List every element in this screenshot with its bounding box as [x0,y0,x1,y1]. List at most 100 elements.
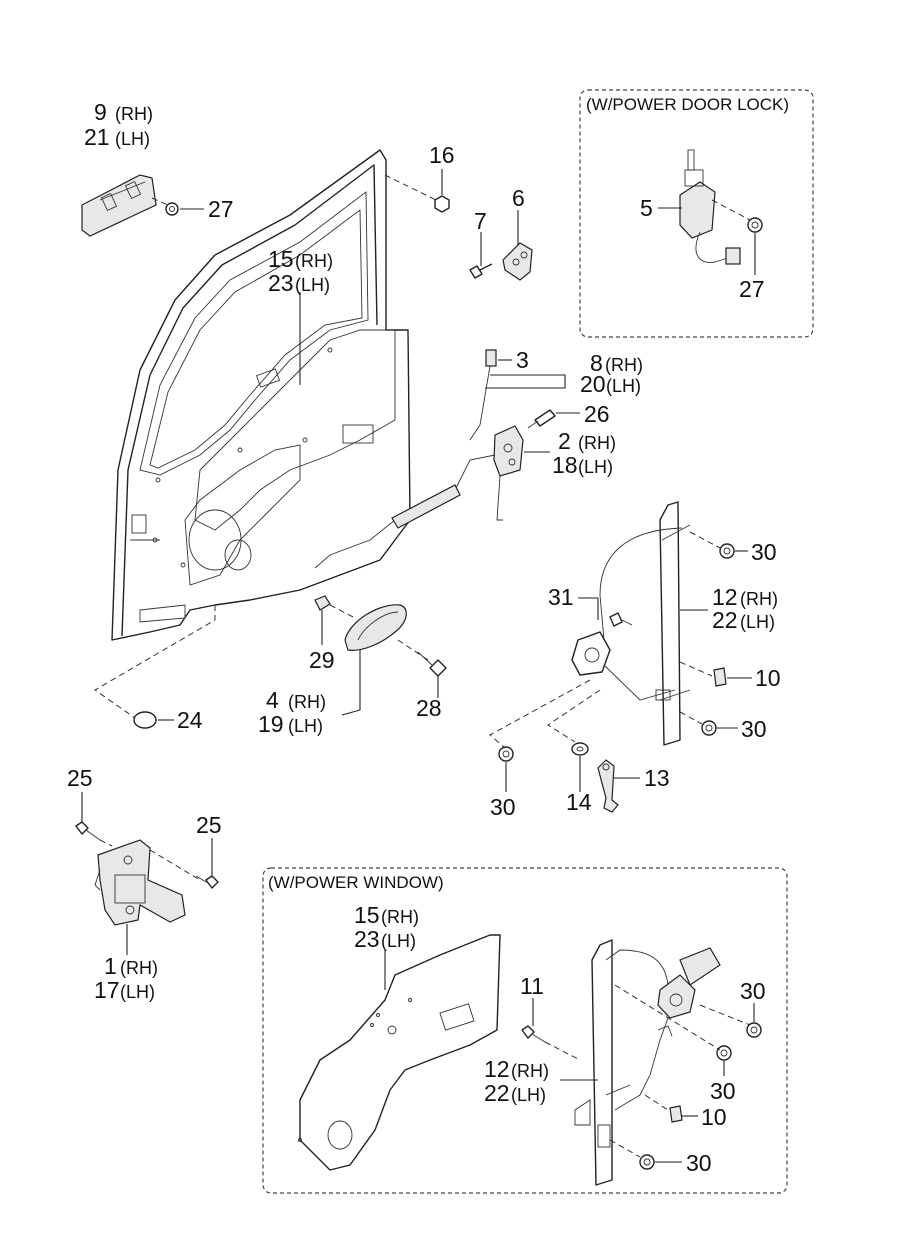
label-25a: 25 [67,765,93,791]
label-30b: 30 [741,716,767,742]
door-hinge-1 [94,839,186,926]
outside-handle-part-9 [81,174,157,237]
label-12b: 12 [484,1056,510,1082]
nut-30d [746,1022,762,1038]
label-14: 14 [566,789,592,815]
label-5: 5 [640,195,653,221]
label-2: 2 [558,428,571,454]
label-28: 28 [416,695,442,721]
bolt-31 [609,612,633,627]
bolt-25a [75,821,101,841]
bolt-7 [469,263,493,279]
label-23a: 23 [268,270,294,296]
bolt-26 [527,409,556,429]
label-20: 20 [580,371,606,397]
label-1: 1 [104,953,117,979]
label-23b-lh: (LH) [381,931,416,951]
label-21-lh: (LH) [115,129,150,149]
label-19-lh: (LH) [288,716,323,736]
label-25b: 25 [196,812,222,838]
label-15a: 15 [268,246,294,272]
clip-29 [314,595,331,611]
window-regulator-12 [571,501,691,746]
nut-27b [747,217,763,233]
label-8: 8 [590,350,603,376]
label-19: 19 [258,711,284,737]
label-22a-lh: (LH) [740,612,775,632]
label-3: 3 [516,347,529,373]
bolt-25b [195,875,219,889]
label-2-rh: (RH) [578,433,616,453]
label-6: 6 [512,185,525,211]
striker-6 [502,242,533,281]
nut-30a [719,543,735,559]
power-door-lock-box [579,89,814,338]
label-27a: 27 [208,196,234,222]
label-22b-lh: (LH) [511,1085,546,1105]
label-30e: 30 [710,1078,736,1104]
label-17-lh: (LH) [120,982,155,1002]
label-22a: 22 [712,607,738,633]
plug-24 [133,711,157,729]
power-window-title: (W/POWER WINDOW) [268,873,444,892]
label-7: 7 [474,208,487,234]
label-22b: 22 [484,1080,510,1106]
label-18-lh: (LH) [578,457,613,477]
washer-14 [571,742,589,756]
label-26: 26 [584,401,610,427]
label-29: 29 [309,647,335,673]
nut-30f [639,1154,655,1170]
clip-3 [485,349,497,367]
label-12a: 12 [712,584,738,610]
label-18: 18 [552,452,578,478]
label-20-lh: (LH) [606,376,641,396]
label-10b: 10 [701,1104,727,1130]
label-12a-rh: (RH) [740,589,778,609]
label-13: 13 [644,765,670,791]
clip-10a [713,667,727,687]
label-9-rh: (RH) [115,104,153,124]
label-30d: 30 [740,978,766,1004]
label-15a-rh: (RH) [295,251,333,271]
label-10a: 10 [755,665,781,691]
label-31: 31 [548,584,574,610]
nut-27a [165,202,179,216]
window-crank-13 [597,759,619,813]
label-16: 16 [429,142,455,168]
nut-30c [498,746,514,762]
label-15b: 15 [354,902,380,928]
label-4-rh: (RH) [288,692,326,712]
inside-handle-4 [344,604,407,651]
label-27b: 27 [739,276,765,302]
label-1-rh: (RH) [120,958,158,978]
label-23b: 23 [354,926,380,952]
label-8-rh: (RH) [605,355,643,375]
nut-30b [701,720,717,736]
label-12b-rh: (RH) [511,1061,549,1081]
door-latch-2 [493,425,524,521]
label-9: 9 [94,99,107,125]
label-23a-lh: (LH) [295,275,330,295]
door-panel [111,149,411,641]
door-lock-actuator-5 [679,149,741,265]
label-17: 17 [94,977,120,1003]
label-4: 4 [266,687,279,713]
label-30a: 30 [751,539,777,565]
screw-28 [417,651,447,677]
callout-labels: 9 (RH) 21 (LH) 27 16 7 6 15 (RH) 23 (LH)… [67,99,781,1176]
label-11: 11 [520,973,544,999]
label-30c: 30 [490,794,516,820]
label-21: 21 [84,124,110,150]
inner-panel-15 [298,934,501,1171]
nut-30e [716,1045,732,1061]
clip-10b [669,1105,683,1123]
nut-16 [434,195,450,213]
label-30f: 30 [686,1150,712,1176]
power-door-lock-title: (W/POWER DOOR LOCK) [586,95,789,114]
label-24: 24 [177,707,203,733]
bolt-11 [521,1025,546,1043]
power-window-regulator-12 [574,939,721,1186]
power-window-box [262,867,788,1194]
